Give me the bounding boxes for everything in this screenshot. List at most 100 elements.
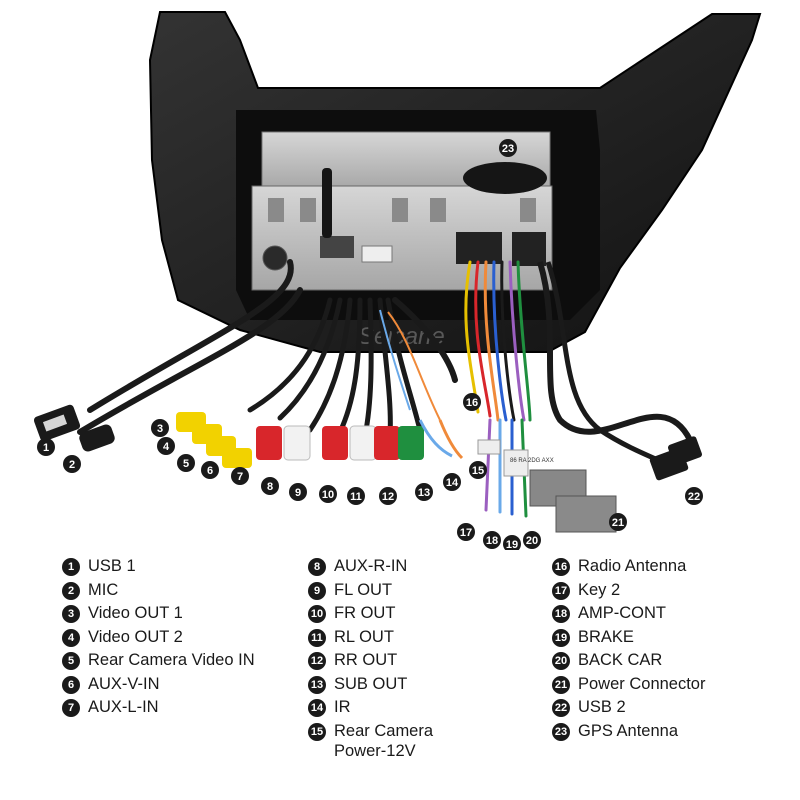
legend-number-badge: 7 bbox=[62, 699, 80, 717]
wifi-antenna bbox=[322, 168, 332, 238]
legend-label: USB 2 bbox=[578, 698, 626, 716]
legend-item: 13 SUB OUT bbox=[308, 674, 433, 698]
legend-label: Power Connector bbox=[578, 674, 706, 693]
legend-label: MIC bbox=[88, 580, 119, 599]
legend-number-badge: 15 bbox=[308, 722, 326, 741]
harness-connectors bbox=[477, 439, 617, 533]
legend-item: 12 RR OUT bbox=[308, 650, 433, 674]
svg-text:6: 6 bbox=[207, 465, 213, 477]
legend-number-badge: 12 bbox=[308, 652, 326, 670]
callout-4: 4 bbox=[157, 437, 175, 455]
legend-number-badge: 1 bbox=[62, 558, 80, 576]
legend-number-badge: 3 bbox=[62, 605, 80, 623]
callout-20: 20 bbox=[523, 531, 541, 549]
legend-label: SUB OUT bbox=[334, 674, 408, 693]
usb1-port bbox=[42, 414, 68, 432]
callout-7: 7 bbox=[231, 467, 249, 485]
callout-11: 11 bbox=[347, 487, 365, 505]
svg-text:16: 16 bbox=[466, 397, 478, 409]
legend-item: 20 BACK CAR bbox=[552, 650, 705, 674]
legend-number-badge: 16 bbox=[552, 558, 570, 576]
svg-text:23: 23 bbox=[502, 143, 514, 155]
port-block-right-2 bbox=[512, 232, 546, 266]
connector-tag: 86 RA 2DG AXX bbox=[510, 458, 554, 464]
legend-label: AUX-L-IN bbox=[88, 698, 159, 716]
svg-text:10: 10 bbox=[322, 489, 334, 501]
legend-label: Radio Antenna bbox=[578, 557, 687, 575]
svg-text:3: 3 bbox=[157, 423, 163, 435]
mic-plug bbox=[79, 424, 115, 452]
svg-text:5: 5 bbox=[183, 458, 189, 470]
legend-label: GPS Antenna bbox=[578, 721, 678, 740]
antenna-jack bbox=[262, 245, 288, 271]
callout-17: 17 bbox=[457, 523, 475, 541]
legend-item: 7 AUX-L-IN bbox=[62, 697, 255, 721]
callout-6: 6 bbox=[201, 461, 219, 479]
legend-number-badge: 8 bbox=[308, 558, 326, 576]
svg-text:2: 2 bbox=[69, 459, 75, 471]
callout-12: 12 bbox=[379, 487, 397, 505]
legend-item: 21 Power Connector bbox=[552, 674, 705, 698]
port-block-left bbox=[320, 236, 354, 258]
callout-10: 10 bbox=[319, 485, 337, 503]
legend-number-badge: 22 bbox=[552, 699, 570, 717]
callout-3: 3 bbox=[151, 419, 169, 437]
vents bbox=[268, 198, 536, 222]
legend-number-badge: 18 bbox=[552, 605, 570, 623]
legend-label: FR OUT bbox=[334, 604, 396, 622]
legend-label: RL OUT bbox=[334, 627, 394, 646]
svg-text:18: 18 bbox=[486, 535, 498, 547]
callout-23: 23 bbox=[499, 139, 517, 157]
svg-text:13: 13 bbox=[418, 487, 430, 499]
legend-label: Video OUT 1 bbox=[88, 604, 183, 622]
legend-label: Rear Camera Video IN bbox=[88, 651, 255, 669]
callout-18: 18 bbox=[483, 531, 501, 549]
legend-label: BACK CAR bbox=[578, 651, 663, 669]
legend-number-badge: 13 bbox=[308, 675, 326, 694]
legend-number-badge: 20 bbox=[552, 652, 570, 670]
svg-text:14: 14 bbox=[446, 477, 459, 489]
legend-number-badge: 21 bbox=[552, 675, 570, 694]
callout-19: 19 bbox=[503, 535, 521, 550]
svg-text:4: 4 bbox=[163, 441, 170, 453]
callout-8: 8 bbox=[261, 477, 279, 495]
legend-label: Rear Camera Power-12V bbox=[334, 721, 434, 760]
legend-number-badge: 19 bbox=[552, 628, 570, 647]
legend-number-badge: 10 bbox=[308, 605, 326, 623]
port-block-right-1 bbox=[456, 232, 502, 264]
usb2-cable bbox=[537, 261, 693, 442]
legend-label: AUX-V-IN bbox=[88, 674, 160, 693]
callout-16: 16 bbox=[463, 393, 481, 411]
svg-text:17: 17 bbox=[460, 527, 472, 539]
svg-text:15: 15 bbox=[472, 465, 484, 477]
port-block-mid bbox=[361, 245, 393, 263]
legend-number-badge: 5 bbox=[62, 652, 80, 670]
svg-text:20: 20 bbox=[526, 535, 538, 547]
legend-number-badge: 17 bbox=[552, 581, 570, 600]
legend-item: 5 Rear Camera Video IN bbox=[62, 650, 255, 674]
legend-item: 14 IR bbox=[308, 697, 433, 721]
legend-item: 16 Radio Antenna bbox=[552, 556, 705, 580]
legend-item: 22 USB 2 bbox=[552, 697, 705, 721]
callout-22: 22 bbox=[685, 487, 703, 505]
legend-label: Key 2 bbox=[578, 580, 621, 599]
svg-text:22: 22 bbox=[688, 491, 700, 503]
legend-label: RR OUT bbox=[334, 651, 398, 669]
legend-number-badge: 14 bbox=[308, 699, 326, 717]
legend-item: 17 Key 2 bbox=[552, 580, 705, 604]
legend-label: AUX-R-IN bbox=[334, 557, 408, 575]
svg-text:11: 11 bbox=[350, 491, 362, 503]
callout-1: 1 bbox=[37, 438, 55, 456]
callout-5: 5 bbox=[177, 454, 195, 472]
callout-21: 21 bbox=[609, 513, 627, 531]
legend-label: IR bbox=[334, 698, 351, 716]
legend-number-badge: 11 bbox=[308, 628, 326, 647]
